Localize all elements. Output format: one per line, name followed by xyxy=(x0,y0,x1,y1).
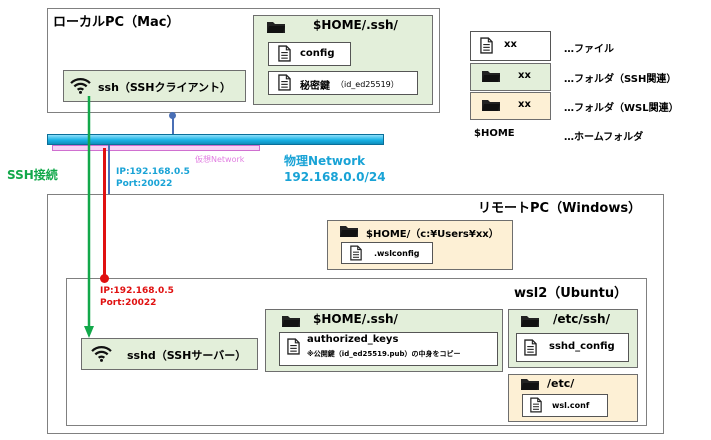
secret-key-file xyxy=(268,71,418,95)
local-ssh-folder-label: $HOME/.ssh/ xyxy=(313,18,398,32)
wsl-connection-dot xyxy=(100,274,109,283)
remote-pc-title: リモートPC（Windows） xyxy=(478,201,642,216)
folder-icon xyxy=(520,314,540,328)
folder-icon xyxy=(339,224,359,238)
legend-wsl-folder-name: xx xyxy=(518,99,531,110)
legend-file-name: xx xyxy=(504,39,517,50)
legend-ssh-folder-name: xx xyxy=(518,70,531,81)
sshd-config-file xyxy=(516,333,629,362)
legend-ssh-folder-desc: …フォルダ（SSH関連） xyxy=(564,74,677,85)
folder-icon xyxy=(520,377,540,391)
wslconfig-label: .wslconfig xyxy=(374,249,420,258)
wifi-icon xyxy=(91,345,112,362)
config-file-label: config xyxy=(300,48,335,59)
file-icon xyxy=(287,338,300,355)
ssh-connection-label: SSH接続 xyxy=(7,168,58,182)
file-icon xyxy=(480,37,493,54)
remote-home-folder-label: $HOME/（c:¥Users¥xx） xyxy=(366,229,499,240)
authorized-keys-file xyxy=(279,332,498,366)
virtual-network-label: 仮想Network xyxy=(195,155,245,164)
authorized-keys-label: authorized_keys xyxy=(307,334,399,345)
wsl-title: wsl2（Ubuntu） xyxy=(514,286,628,301)
ssh-client-box xyxy=(63,70,246,102)
secret-key-label: 秘密鍵 xyxy=(300,81,330,92)
wslconfig-file xyxy=(341,242,433,264)
folder-icon xyxy=(266,20,286,34)
secret-key-name: （id_ed25519） xyxy=(336,80,399,89)
connection-dot xyxy=(169,112,176,119)
legend-file-desc: …ファイル xyxy=(564,44,614,55)
sshd-config-label: sshd_config xyxy=(549,341,615,352)
file-icon xyxy=(350,245,362,261)
wsl-ssh-folder-label: $HOME/.ssh/ xyxy=(313,312,398,326)
host-ip: IP:192.168.0.5 xyxy=(116,167,190,177)
file-icon xyxy=(278,74,291,91)
virtual-network-bar xyxy=(52,145,260,151)
physical-network-label: 物理Network xyxy=(284,154,366,168)
legend-home-name: $HOME xyxy=(474,128,515,139)
file-icon xyxy=(530,397,542,413)
host-port: Port:20022 xyxy=(116,179,173,189)
wifi-icon xyxy=(70,77,91,94)
physical-network-bar xyxy=(47,134,384,145)
sshd-box xyxy=(81,338,258,370)
local-pc-title: ローカルPC（Mac） xyxy=(53,15,180,30)
ssh-connection-arrow xyxy=(84,96,94,338)
legend-wsl-folder-desc: …フォルダ（WSL関連） xyxy=(564,103,679,114)
wsl-connection-line xyxy=(103,148,106,278)
folder-icon xyxy=(281,314,301,328)
sshd-label: sshd（SSHサーバー） xyxy=(127,349,247,362)
wsl-conf-label: wsl.conf xyxy=(552,401,590,410)
folder-icon xyxy=(481,69,501,83)
file-icon xyxy=(278,45,291,62)
network-to-remote-line xyxy=(108,145,110,195)
file-icon xyxy=(524,339,537,356)
authorized-keys-note: ※公開鍵（id_ed25519.pub）の中身をコピー xyxy=(307,350,461,358)
physical-subnet: 192.168.0.0/24 xyxy=(284,170,386,184)
ssh-client-label: ssh（SSHクライアント） xyxy=(98,81,232,94)
folder-icon xyxy=(481,98,501,112)
etc-ssh-folder-label: /etc/ssh/ xyxy=(553,312,610,326)
wsl-conf-file xyxy=(522,394,608,417)
etc-folder-label: /etc/ xyxy=(547,377,575,390)
wsl-port: Port:20022 xyxy=(100,298,157,308)
legend-home-desc: …ホームフォルダ xyxy=(564,132,644,143)
local-to-network-line xyxy=(172,114,174,134)
wsl-ip: IP:192.168.0.5 xyxy=(100,286,174,296)
